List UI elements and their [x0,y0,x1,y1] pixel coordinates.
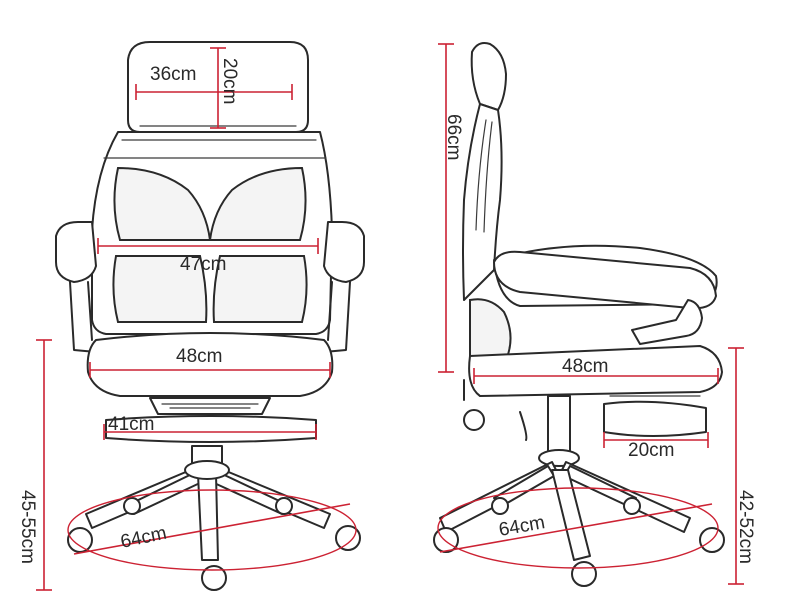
side-seat-base [468,345,723,397]
side-backrest [462,103,503,301]
front-casters [67,497,361,591]
front-headrest-height-label: 20cm [219,58,240,104]
front-mesh-upper-left [113,166,212,241]
front-seat-height-label: 45-55cm [17,490,38,564]
side-view-chair [433,42,725,587]
side-back-height-label: 66cm [443,114,464,160]
front-star-base [85,460,331,561]
front-base-diameter-label: 64cm [119,523,169,553]
front-mesh-upper-right [208,166,307,241]
side-footrest-width-label: 20cm [628,440,674,461]
front-seat-mechanism [149,397,271,415]
front-seat-depth-label: 41cm [108,414,154,435]
front-mesh-lower-right [212,255,308,323]
side-armrest-support [631,299,703,345]
side-star-base [439,461,691,561]
front-seat-width-label: 48cm [176,346,222,367]
front-view-chair [55,41,365,591]
side-seat-height-label: 42-52cm [735,490,756,564]
front-armrest-left [55,221,97,283]
front-back-width-label: 47cm [180,254,226,275]
side-base-diameter-label: 64cm [497,512,546,541]
front-armrest-right [323,221,365,283]
side-seat-depth-label: 48cm [562,356,608,377]
side-footrest [603,400,707,437]
side-dimensions [437,43,744,585]
front-headrest-width-label: 36cm [150,64,196,85]
front-dimensions [36,47,357,591]
side-headrest [470,42,507,111]
side-tilt-knob [463,409,485,431]
front-mesh-lower-left [112,255,208,323]
front-seat-cushion [86,332,334,397]
side-armrest [493,250,717,310]
side-gas-cylinder [547,395,571,457]
